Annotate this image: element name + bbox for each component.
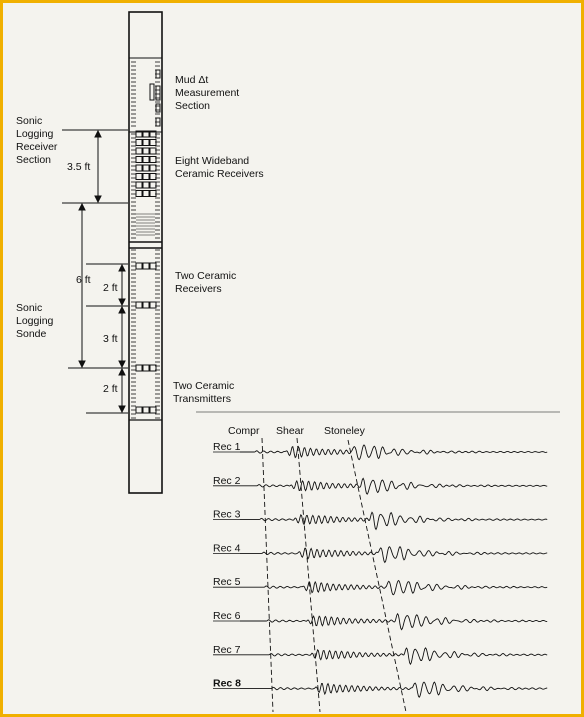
svg-text:Transmitters: Transmitters — [173, 393, 231, 405]
label-mud-measurement: Mud Δt Measurement Section — [175, 74, 239, 112]
svg-text:Section: Section — [175, 100, 210, 112]
ceramic-element — [135, 164, 143, 172]
svg-text:Mud Δt: Mud Δt — [175, 74, 208, 86]
ceramic-element — [149, 164, 157, 172]
waveform-trace — [240, 647, 548, 666]
ceramic-element — [149, 262, 157, 270]
svg-text:Receivers: Receivers — [175, 283, 222, 295]
ceramic-element — [149, 139, 157, 146]
receiver-label: Rec 5 — [213, 576, 241, 588]
svg-text:Logging: Logging — [16, 315, 54, 327]
ceramic-element — [142, 147, 150, 155]
ceramic-element — [135, 190, 143, 197]
arrival-label-compr: Compr — [228, 425, 260, 437]
ceramic-element — [135, 262, 143, 270]
receiver-label: Rec 2 — [213, 475, 241, 487]
dim-2-ft-upper: 2 ft — [103, 282, 118, 294]
waveform-trace — [240, 477, 548, 495]
ceramic-element — [142, 181, 150, 189]
svg-text:Measurement: Measurement — [175, 87, 239, 99]
ceramic-element — [142, 156, 150, 163]
ceramic-element — [135, 156, 143, 163]
ceramic-element — [149, 406, 157, 414]
ceramic-element — [135, 147, 143, 155]
ceramic-element — [142, 139, 150, 146]
label-receiver-section: Sonic Logging Receiver Section — [16, 115, 58, 166]
ceramic-element — [142, 364, 150, 372]
ceramic-elements — [135, 130, 157, 414]
svg-text:Eight Wideband: Eight Wideband — [175, 155, 249, 167]
svg-text:Section: Section — [16, 154, 51, 166]
dim-6-ft: 6 ft — [76, 274, 91, 286]
ceramic-element — [149, 190, 157, 197]
label-eight-receivers: Eight Wideband Ceramic Receivers — [175, 155, 264, 180]
receiver-labels: Rec 1 Rec 2 Rec 3 Rec 4 Rec 5 Rec 6 Rec 7 Rec 8 — [213, 441, 241, 690]
ceramic-element — [135, 130, 143, 138]
waveform-traces — [240, 444, 548, 699]
ceramic-element — [149, 301, 157, 309]
moveout-lines — [261, 437, 407, 713]
ceramic-element — [149, 173, 157, 180]
receiver-label: Rec 3 — [213, 509, 241, 521]
receiver-label: Rec 8 — [213, 678, 241, 690]
ceramic-element — [142, 406, 150, 414]
svg-text:Sonde: Sonde — [16, 328, 47, 340]
ceramic-element — [135, 173, 143, 180]
ceramic-element — [142, 190, 150, 197]
ceramic-element — [149, 130, 157, 138]
receiver-label: Rec 6 — [213, 610, 241, 622]
ceramic-element — [135, 181, 143, 189]
ceramic-element — [142, 301, 150, 309]
ceramic-element — [142, 130, 150, 138]
waveform-trace — [240, 511, 548, 531]
ceramic-element — [135, 301, 143, 309]
ceramic-element — [142, 173, 150, 180]
receiver-label: Rec 4 — [213, 542, 241, 554]
svg-text:Two Ceramic: Two Ceramic — [175, 270, 236, 282]
svg-text:Receiver: Receiver — [16, 141, 58, 153]
dimension-labels: 3.5 ft 6 ft 2 ft 3 ft 2 ft — [67, 161, 118, 395]
label-two-transmitters: Two Ceramic Transmitters — [173, 380, 234, 405]
label-logging-sonde: Sonic Logging Sonde — [16, 302, 54, 340]
dim-3-ft: 3 ft — [103, 333, 118, 345]
waveform-trace — [240, 579, 548, 596]
ceramic-element — [142, 262, 150, 270]
ceramic-element — [135, 364, 143, 372]
waveform-trace — [240, 444, 548, 461]
tool-hatching — [131, 61, 160, 419]
arrival-label-stoneley: Stoneley — [324, 425, 366, 437]
svg-text:Sonic: Sonic — [16, 115, 42, 127]
ceramic-element — [135, 139, 143, 146]
waveform-trace — [240, 681, 548, 699]
receiver-label: Rec 7 — [213, 644, 241, 656]
tool-body — [128, 11, 163, 494]
arrival-label-shear: Shear — [276, 425, 305, 437]
ceramic-element — [142, 164, 150, 172]
label-two-receivers: Two Ceramic Receivers — [175, 270, 236, 295]
ceramic-element — [149, 147, 157, 155]
ceramic-element — [135, 406, 143, 414]
arrival-labels: Compr Shear Stoneley — [228, 425, 366, 437]
svg-text:Sonic: Sonic — [16, 302, 42, 314]
ceramic-element — [149, 364, 157, 372]
ceramic-element — [149, 156, 157, 163]
dim-2-ft-lower: 2 ft — [103, 383, 118, 395]
svg-text:Logging: Logging — [16, 128, 54, 140]
receiver-label: Rec 1 — [213, 441, 241, 453]
waveform-trace — [240, 612, 548, 631]
svg-text:Ceramic Receivers: Ceramic Receivers — [175, 168, 264, 180]
svg-text:Two Ceramic: Two Ceramic — [173, 380, 234, 392]
logging-tool — [128, 11, 163, 494]
dimension-lines — [62, 129, 128, 414]
ceramic-element — [149, 181, 157, 189]
waveform-trace — [240, 545, 548, 564]
dim-3-5-ft: 3.5 ft — [67, 161, 90, 173]
